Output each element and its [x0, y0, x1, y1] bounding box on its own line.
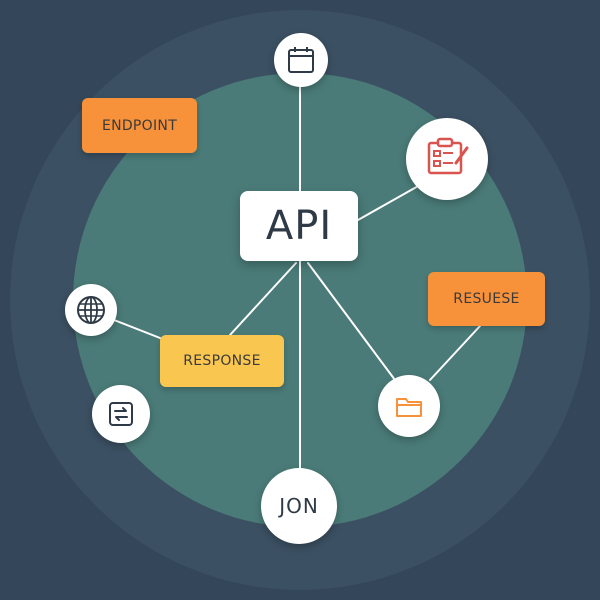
- calendar-icon: [288, 47, 314, 73]
- connector-folder: [307, 262, 396, 381]
- json-node[interactable]: JON: [261, 468, 337, 544]
- response-tag[interactable]: RESPONSE: [160, 335, 284, 387]
- calendar-node[interactable]: [274, 33, 328, 87]
- sync-node[interactable]: [92, 385, 150, 443]
- connector-globe: [113, 319, 161, 339]
- endpoint-tag[interactable]: ENDPOINT: [82, 98, 197, 153]
- connector-response: [229, 262, 297, 336]
- connector-checklist: [357, 184, 421, 221]
- checklist-icon: [427, 137, 469, 175]
- checklist-node[interactable]: [406, 118, 488, 200]
- folder-node[interactable]: [378, 375, 440, 437]
- globe-node[interactable]: [65, 284, 117, 336]
- sync-icon: [109, 402, 133, 426]
- folder-icon: [396, 398, 422, 417]
- json-label: JON: [279, 494, 319, 518]
- globe-icon: [77, 296, 105, 324]
- api-center-box[interactable]: API: [240, 191, 358, 261]
- connector-resuese: [429, 325, 481, 381]
- resuese-tag[interactable]: RESUESE: [428, 272, 545, 326]
- api-label: API: [265, 203, 333, 249]
- resuese-label: RESUESE: [453, 291, 520, 307]
- endpoint-label: ENDPOINT: [101, 117, 178, 134]
- response-label: RESPONSE: [183, 353, 261, 369]
